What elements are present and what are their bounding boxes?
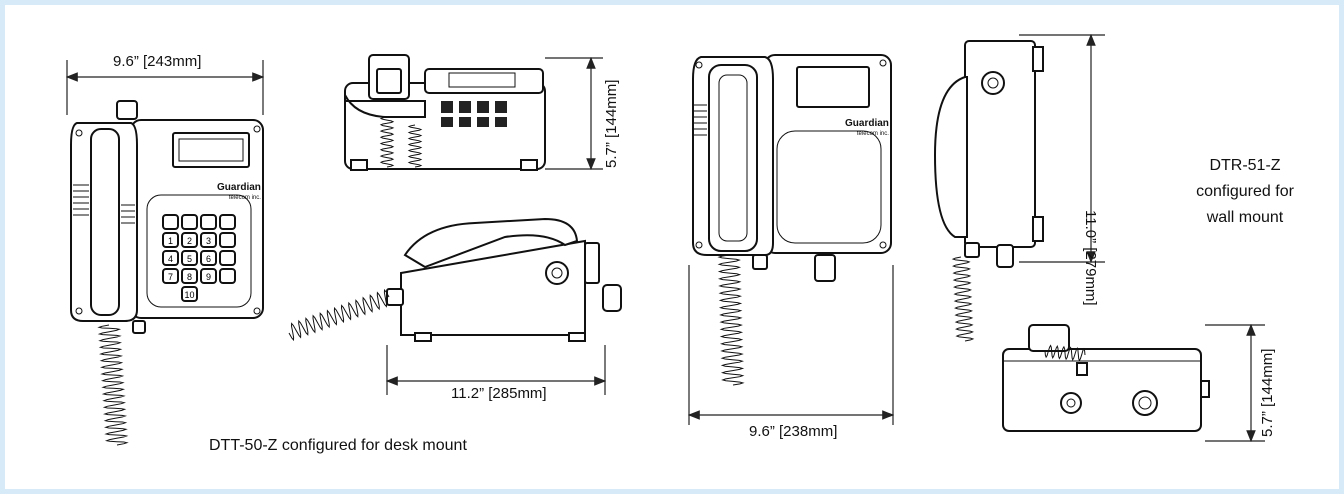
- dtt-guardian-logo: Guardian telecom inc.: [217, 182, 261, 202]
- dtr-height-label: 11.0” [279mm]: [1082, 210, 1099, 306]
- keypad-key: [181, 232, 198, 248]
- dtt-front-view: 1 2 3 4 5 6 7 8 9 10: [65, 60, 265, 446]
- keypad-key: [219, 268, 236, 284]
- line-drawing: 1 2 3 4 5 6 7 8 9 10: [65, 33, 1265, 446]
- keypad-key-label: 5: [187, 254, 192, 264]
- keypad-key: [181, 214, 198, 230]
- keypad-key: [219, 232, 236, 248]
- keypad-key: [162, 250, 179, 266]
- keypad-key: [181, 268, 198, 284]
- dtt-height-label: 5.7” [144mm]: [603, 79, 620, 168]
- dtr-side-view: [933, 33, 1105, 342]
- keypad-key-label: 10: [184, 290, 194, 300]
- keypad-key: [162, 232, 179, 248]
- keypad-key: [162, 214, 179, 230]
- desk-mount-caption: DTT-50-Z configured for desk mount: [209, 437, 467, 454]
- wall-caption-line2: configured for: [1196, 183, 1294, 200]
- dtr-width-label: 9.6” [238mm]: [749, 423, 838, 440]
- dtr-front-view: [687, 54, 895, 425]
- dtr-guardian-logo: Guardian telecom inc.: [845, 118, 889, 138]
- dtr-depth-label: 5.7” [144mm]: [1259, 348, 1276, 437]
- keypad-key-label: 9: [206, 272, 211, 282]
- keypad-key: [162, 268, 179, 284]
- dtt-top-view: [344, 54, 603, 171]
- keypad-key: [219, 250, 236, 266]
- keypad-key-label: 3: [206, 236, 211, 246]
- dtt-width-label: 9.6” [243mm]: [113, 53, 202, 70]
- keypad-key: [181, 286, 198, 302]
- keypad-key-label: 6: [206, 254, 211, 264]
- keypad-key: [181, 250, 198, 266]
- wall-caption-line3: wall mount: [1206, 209, 1284, 226]
- keypad-key: [219, 214, 236, 230]
- keypad: 1 2 3 4 5 6 7 8 9 10: [162, 214, 236, 302]
- keypad-key-label: 2: [187, 236, 192, 246]
- wall-caption-line1: DTR-51-Z: [1209, 157, 1281, 174]
- keypad-key: [200, 232, 217, 248]
- dtr-bottom-view: [1002, 323, 1265, 443]
- dtt-side-view: [288, 217, 622, 395]
- dtt-depth-label: 11.2” [285mm]: [451, 385, 547, 402]
- wall-mount-caption: DTR-51-Z configured for wall mount: [1185, 153, 1305, 231]
- keypad-key-label: 4: [168, 254, 173, 264]
- keypad-key-label: 8: [187, 272, 192, 282]
- keypad-key: [200, 214, 217, 230]
- keypad-key: [200, 250, 217, 266]
- keypad-key-label: 7: [168, 272, 173, 282]
- keypad-key-label: 1: [168, 236, 173, 246]
- keypad-key: [200, 268, 217, 284]
